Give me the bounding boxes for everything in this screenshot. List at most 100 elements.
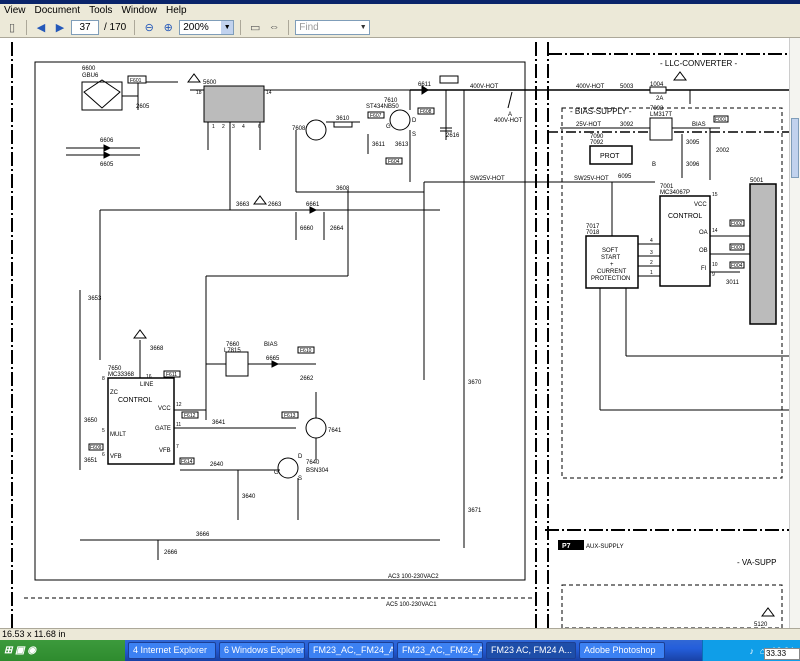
soft-start-line-1: SOFT (602, 248, 618, 254)
pin-3: 3 (232, 124, 235, 130)
speaker-icon[interactable]: ♪ (749, 645, 755, 656)
folder-icon[interactable]: ▣ (15, 645, 25, 656)
ref-3611: 3611 (372, 142, 386, 148)
llc-converter-title: - LLC-CONVERTER - (660, 59, 738, 68)
net-400v-hot-b: 400V-HOT (576, 84, 605, 90)
task-pdf-1[interactable]: FM23_AC,_FM24_A... (308, 642, 394, 659)
find-input[interactable]: Find ▼ (295, 19, 371, 35)
chevron-down-icon[interactable]: ▼ (221, 20, 234, 34)
taskbar: ⊞ ▣ ◉ 4 Internet Explorer 6 Windows Expl… (0, 640, 800, 661)
task-windows-explorer[interactable]: 6 Windows Explorer (219, 642, 305, 659)
ref-3670: 3670 (468, 380, 482, 386)
fit-width-icon[interactable]: ⇔ (268, 21, 280, 33)
flag-f604: F604 (388, 159, 400, 165)
control-label-1: CONTROL (118, 397, 152, 404)
find-placeholder: Find (299, 21, 319, 33)
page-size-readout: 16.53 x 11.68 in (2, 629, 66, 639)
toolbar: ▯ ◀ ▶ 37 / 170 ⊖ ⊕ 200%▼ ▭ ⇔ Find▼ (0, 17, 800, 38)
ref-7090: 7090 (590, 134, 604, 140)
control-label-2: CONTROL (668, 213, 702, 220)
ref-7610: 7610 (384, 98, 398, 104)
pin-num-12: 12 (176, 402, 182, 408)
flag-f004: F004 (731, 263, 743, 269)
ref-7641: 7641 (328, 428, 342, 434)
pin-vfb2: VFB (159, 448, 171, 454)
pin-ob: OB (699, 248, 708, 254)
flag-f002: F002 (731, 221, 743, 227)
zoom-select[interactable]: 200% ▼ (179, 19, 235, 35)
ref-7650: 7650 (108, 366, 122, 372)
net-400v-hot-aux: 400V-HOT (494, 118, 523, 124)
ref-3095: 3095 (686, 140, 700, 146)
prot-label: PROT (600, 153, 620, 160)
aux-supply-label: AUX-SUPPLY (586, 544, 624, 550)
ref-3650: 3650 (84, 418, 98, 424)
ref-7092: 7092 (590, 140, 604, 146)
fit-page-icon[interactable]: ▭ (250, 21, 261, 34)
pin-num-1b: 1 (650, 270, 653, 276)
va-supply-title: - VA-SUPP (737, 558, 776, 567)
pin-drain-7640: D (298, 454, 303, 460)
ref-3608: 3608 (336, 186, 350, 192)
ref-2662: 2662 (300, 376, 314, 382)
ref-l7815: L7815 (224, 348, 241, 354)
pin-num-9: 9 (712, 272, 715, 278)
ref-6605: 6605 (100, 162, 114, 168)
ref-6660: 6660 (300, 226, 314, 232)
flag-f607: F607 (370, 113, 382, 119)
ref-5001: 5001 (750, 178, 764, 184)
network-icon[interactable]: ⌂ (760, 645, 766, 656)
menu-document[interactable]: Document (34, 5, 81, 16)
zoom-value: 200% (183, 21, 209, 33)
zoom-in-icon[interactable]: ⊕ (163, 21, 173, 34)
flag-f612: F612 (184, 413, 196, 419)
pin-source-7640: S (298, 476, 302, 482)
pin-num-16: 16 (146, 374, 152, 380)
task-internet-explorer[interactable]: 4 Internet Explorer (128, 642, 216, 659)
previous-page-icon[interactable]: ◀ (36, 21, 46, 34)
toolbar-separator (134, 19, 136, 35)
menu-tools[interactable]: Tools (89, 5, 113, 16)
windows-icon[interactable]: ⊞ (4, 645, 13, 656)
zoom-out-icon[interactable]: ⊖ (144, 21, 154, 34)
coordinate-readout: 33.33 (764, 648, 800, 660)
task-pdf-3[interactable]: FM23 AC, FM24 A... (486, 642, 576, 659)
point-a: A (508, 112, 512, 118)
ref-3613: 3613 (395, 142, 409, 148)
ref-6665: 6665 (266, 356, 280, 362)
pin-num-3b: 3 (650, 250, 653, 256)
task-label: FM23_AC,_FM24_A... (402, 645, 483, 655)
menu-help[interactable]: Help (166, 5, 187, 16)
next-page-icon[interactable]: ▶ (55, 21, 65, 34)
net-25v-hot: 25V-HOT (576, 122, 601, 128)
net-400v-hot: 400V-HOT (470, 84, 499, 90)
pin-18: 18 (196, 90, 202, 96)
menu-view[interactable]: View (4, 5, 26, 16)
flag-f003: F003 (731, 245, 743, 251)
pin-gate: GATE (155, 426, 171, 432)
browser-icon[interactable]: ◉ (27, 645, 37, 656)
pin-zc: ZC (110, 390, 119, 396)
task-pdf-2[interactable]: FM23_AC,_FM24_A... (397, 642, 483, 659)
chevron-down-icon[interactable]: ▼ (359, 23, 367, 31)
ref-st434nb50: ST434NB50 (366, 104, 399, 110)
pin-gate-7640: G (274, 470, 279, 476)
soft-start-line-2: START (601, 255, 620, 261)
net-ac5: AC5 100-230VAC1 (386, 602, 437, 608)
pages-icon[interactable]: ▯ (8, 21, 16, 34)
scrollbar-thumb[interactable] (791, 118, 799, 178)
menu-window[interactable]: Window (121, 5, 158, 16)
task-photoshop[interactable]: Adobe Photoshop (579, 642, 665, 659)
pin-4: 4 (242, 124, 245, 130)
quick-launch[interactable]: ⊞ ▣ ◉ (0, 640, 125, 661)
pin-num-11: 11 (176, 422, 181, 428)
pin-fi: FI (701, 266, 707, 272)
page-number-input[interactable]: 37 (71, 19, 99, 35)
vertical-scrollbar[interactable] (789, 38, 800, 628)
ref-5003: 5003 (620, 84, 634, 90)
ref-2663: 2663 (268, 202, 282, 208)
ref-1004: 1004 (650, 82, 664, 88)
ref-6611: 6611 (418, 82, 432, 88)
ref-2616: 2616 (446, 133, 460, 139)
document-view[interactable]: P7 AUX-SUPPLY - LLC-CONVERTER - - BIAS-S… (0, 38, 789, 628)
